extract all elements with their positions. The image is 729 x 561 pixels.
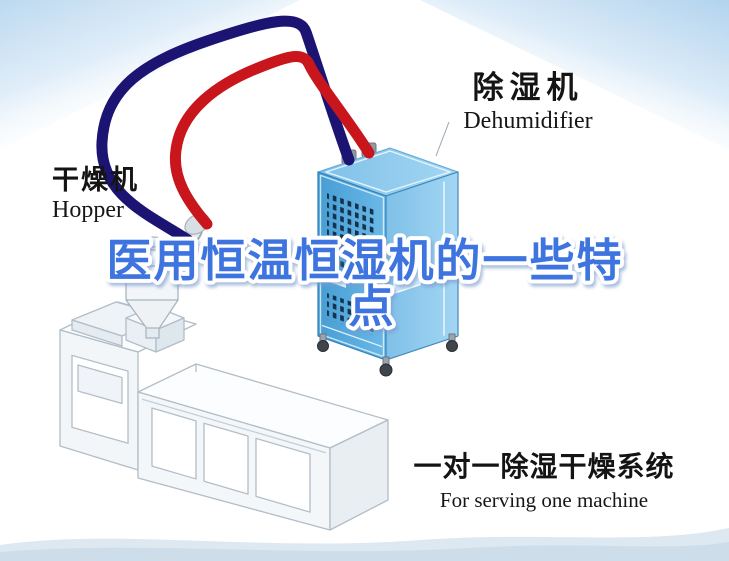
door-latch [436, 255, 441, 269]
caption: 一对一除湿干燥系统 For serving one machine [398, 452, 690, 512]
dehumidifier-illustration [317, 142, 459, 377]
hopper-label-zh: 干燥机 [52, 165, 139, 195]
hopper-label: 干燥机 Hopper [52, 166, 139, 224]
hopper-outlet [145, 327, 160, 339]
corner-glow-top-right [420, 0, 729, 150]
machine-seam [142, 398, 326, 454]
control-button-1 [398, 261, 406, 270]
machine-door-window [77, 364, 123, 405]
hopper-pedestal-side [155, 317, 185, 353]
dehumidifier-label-en: Dehumidifier [463, 107, 593, 134]
return-pipe [96, 15, 355, 246]
machine-panel-2 [203, 422, 249, 495]
machine-panel-1 [151, 407, 197, 480]
caption-en: For serving one machine [439, 488, 649, 513]
machine-cover-front [71, 319, 123, 347]
hopper-label-en: Hopper [52, 197, 124, 224]
caster-wheels [317, 333, 458, 377]
brand-sticker [328, 273, 346, 288]
leader-line [435, 121, 450, 157]
caption-zh: 一对一除湿干燥系统 [413, 451, 675, 482]
machine-panel-3 [255, 437, 311, 513]
vent-grid-lower [327, 293, 377, 337]
hopper-cylinder-top [125, 249, 179, 267]
dehumidifier-side [385, 171, 459, 361]
machine-right-end [329, 419, 389, 531]
supply-pipe [169, 51, 375, 230]
dehumidifier-front [317, 171, 387, 361]
dehumidifier-label: 除湿机 Dehumidifier [450, 70, 606, 134]
dehumidifier-label-zh: 除湿机 [472, 70, 584, 105]
vent-grid-upper [327, 190, 377, 282]
control-button-2 [410, 258, 416, 266]
hopper-lid [138, 236, 167, 248]
bottom-wave-2 [0, 542, 729, 561]
